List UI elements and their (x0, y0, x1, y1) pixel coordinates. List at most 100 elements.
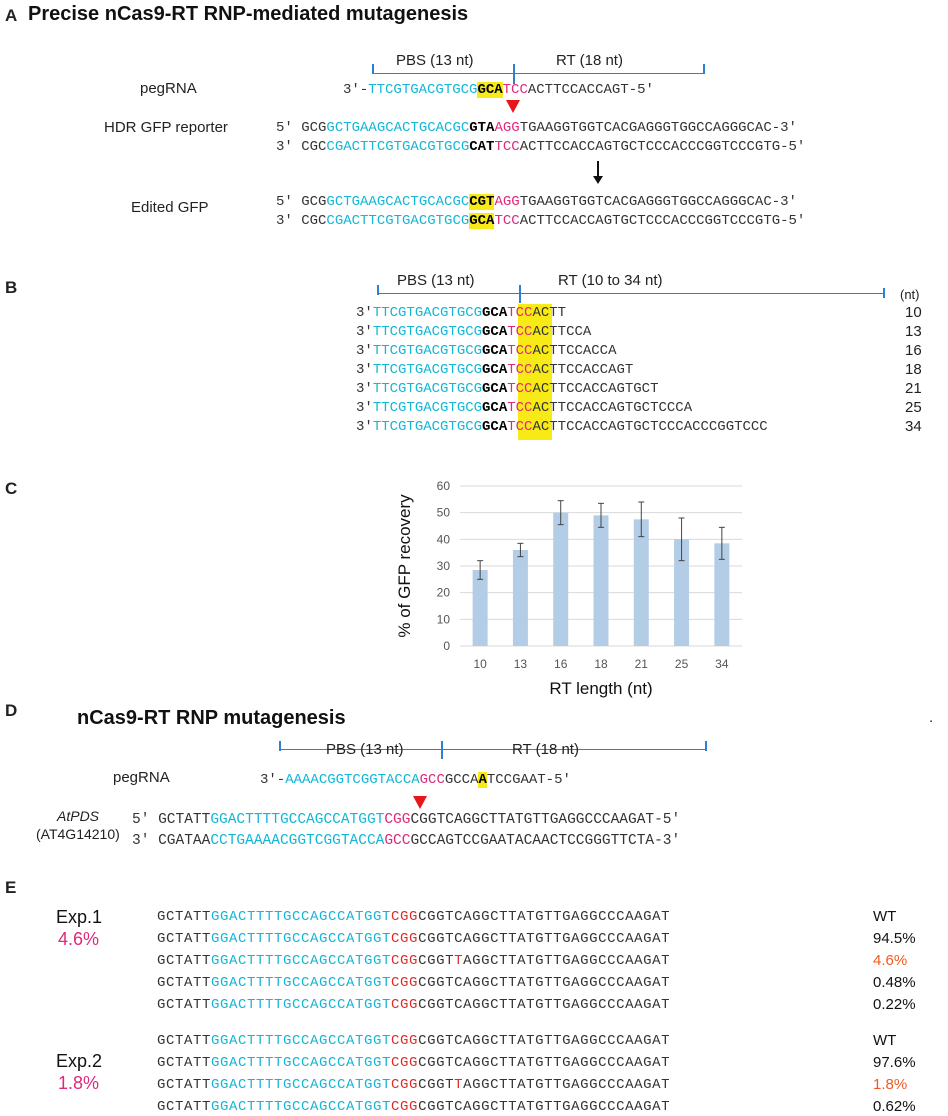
seq-segment: AGGCTTATGTTGAGGCCCAAGAT (463, 1099, 671, 1115)
panel-e-read-row: GCTATTGGACTTTTGCCAGCCATGGTCGGCGGTTAGGCTT… (157, 953, 670, 970)
y-tick-label: 30 (437, 559, 451, 573)
seq-segment: CGGT (418, 1033, 455, 1049)
seq-segment: C (454, 975, 464, 991)
x-tick-label: 10 (473, 657, 487, 671)
seq-segment: AGGCTTATGTTGAGGCCCAAGAT (463, 997, 671, 1013)
seq-pbs: TTCGTGACGTGCG (372, 343, 483, 359)
seq-pam: CGG (391, 1055, 419, 1071)
seq-pbs: TTCGTGACGTGCG (372, 400, 483, 416)
x-tick-label: 21 (635, 657, 649, 671)
panel-e-read-frequency: 1.8% (873, 1076, 908, 1093)
panel-d-letter: D (5, 701, 18, 720)
panel-d-gene-id: (AT4G14210) (36, 826, 120, 842)
panel-b-bracket (378, 293, 884, 294)
panel-e-read-frequency: 94.5% (873, 930, 916, 947)
seq-pam: TCC (507, 381, 533, 397)
seq-segment: GCTATT (157, 1077, 212, 1093)
panel-a-bracket (373, 73, 704, 74)
seq-pbs: AAAACGGTCGGTACCA (285, 772, 420, 788)
panel-b-pegrna-row: 3′TTCGTGACGTGCGGCATCCACTTCCACCAGTGCTCCCA… (356, 419, 768, 436)
panel-a-pegrna-label: pegRNA (140, 80, 197, 97)
seq-segment: C (454, 997, 464, 1013)
panel-a-hdr-top-seq: 5′ GCGGCTGAAGCACTGCACGCGTAAGGTGAAGGTGGTC… (276, 120, 797, 137)
seq-cyan: GGACTTTTGCCAGCCATGGT (211, 1077, 392, 1093)
seq-pam: CGG (391, 909, 419, 925)
panel-a-rt-label: RT (18 nt) (556, 52, 623, 69)
seq-highlight: CGT (469, 194, 495, 210)
x-tick-label: 18 (594, 657, 608, 671)
panel-b-pegrna-row: 3′TTCGTGACGTGCGGCATCCACTTCCACCA (356, 343, 616, 360)
seq-cyan: CGACTTCGTGACGTGCG (326, 213, 470, 229)
bar (633, 519, 649, 646)
seq-segment: 3′ (356, 400, 373, 416)
panel-e-read-row: GCTATTGGACTTTTGCCAGCCATGGTCGGCGGTCAGGCTT… (157, 909, 670, 926)
panel-b-rt-length: 16 (905, 342, 922, 359)
seq-cyan: CCTGAAAACGGTCGGTACCA (210, 833, 385, 849)
seq-segment: CGGT (418, 1055, 455, 1071)
seq-highlight: GCA (482, 362, 508, 378)
nick-site-marker (413, 796, 427, 809)
seq-highlight: GCA (482, 400, 508, 416)
seq-pam: TCC (507, 362, 533, 378)
exp2-edit-rate: 1.8% (58, 1073, 100, 1093)
seq-segment: TCCGAAT-5′ (486, 772, 571, 788)
seq-cyan: GGACTTTTGCCAGCCATGGT (211, 1055, 392, 1071)
seq-pam: CGG (384, 812, 411, 828)
seq-segment: AGGCTTATGTTGAGGCCCAAGAT (463, 931, 671, 947)
seq-cyan: GGACTTTTGCCAGCCATGGT (211, 909, 392, 925)
y-tick-label: 20 (437, 586, 451, 600)
seq-cyan: GGACTTTTGCCAGCCATGGT (211, 953, 392, 969)
bar (674, 539, 690, 646)
seq-segment: CGGT (418, 953, 455, 969)
seq-segment: C (454, 1055, 464, 1071)
seq-segment: CGGT (418, 1077, 455, 1093)
seq-highlight: GCA (469, 213, 495, 229)
seq-segment: ACTTCCA (532, 324, 592, 340)
seq-highlight: GCA (482, 419, 508, 435)
panel-a-hdr-bot-seq: 3′ CGCCGACTTCGTGACGTGCGCATTCCACTTCCACCAG… (276, 139, 805, 156)
panel-b-bracket-tick (883, 288, 885, 298)
seq-segment: GCTATT (157, 931, 212, 947)
panel-d-top-seq: 5′ GCTATTGGACTTTTGCCAGCCATGGTCGGCGGTCAGG… (132, 812, 680, 829)
panel-a-edited-top-seq: 5′ GCGGCTGAAGCACTGCACGCCGTAGGTGAAGGTGGTC… (276, 194, 797, 211)
seq-target-codon: CAT (469, 139, 495, 155)
seq-segment: AGGCTTATGTTGAGGCCCAAGAT (463, 1033, 671, 1049)
seq-segment: ACTTCCACCA (532, 343, 617, 359)
panel-d-rt-label: RT (18 nt) (512, 741, 579, 758)
seq-segment: TGAAGGTGGTCACGAGGGTGGCCAGGGCAC-3′ (519, 120, 797, 136)
seq-segment: GCTATT (157, 997, 212, 1013)
y-axis-title: % of GFP recovery (395, 494, 414, 638)
seq-segment: ACTTCCACCAGTGCTCCCACCCGGTCCC (532, 419, 768, 435)
y-tick-label: 40 (437, 532, 451, 546)
seq-pbs: TTCGTGACGTGCG (372, 419, 483, 435)
bar (512, 550, 528, 646)
panel-e-read-row: GCTATTGGACTTTTGCCAGCCATGGTCGGCGGTCAGGCTT… (157, 1099, 670, 1116)
seq-cyan: GGACTTTTGCCAGCCATGGT (211, 931, 392, 947)
panel-b-pegrna-row: 3′TTCGTGACGTGCGGCATCCACTT (356, 305, 566, 322)
seq-segment: AGGCTTATGTTGAGGCCCAAGAT (463, 909, 671, 925)
x-axis-title: RT length (nt) (549, 679, 652, 698)
seq-segment: GCTATT (157, 1055, 212, 1071)
seq-segment: AGGCTTATGTTGAGGCCCAAGAT (463, 1077, 671, 1093)
panel-a-title: Precise nCas9-RT RNP-mediated mutagenesi… (28, 3, 469, 25)
panel-b-unit-label: (nt) (900, 287, 920, 302)
seq-segment: 3′ (356, 324, 373, 340)
seq-segment: AGGCTTATGTTGAGGCCCAAGAT (463, 975, 671, 991)
seq-pbs: TTCGTGACGTGCG (372, 381, 483, 397)
seq-segment: ACTTCCACCAGTGCTCCCACCCGGTCCCGTG-5′ (519, 213, 806, 229)
panel-d-pbs-label: PBS (13 nt) (326, 741, 404, 758)
seq-cyan: GGACTTTTGCCAGCCATGGT (210, 812, 385, 828)
seq-pam: CGG (391, 1033, 419, 1049)
exp2-name: Exp.2 (56, 1051, 103, 1071)
seq-pam: AGG (494, 120, 520, 136)
seq-highlight: GCA (482, 381, 508, 397)
seq-segment: CGGT (418, 997, 455, 1013)
panel-d-bot-seq: 3′ CGATAACCTGAAAACGGTCGGTACCAGCCGCCAGTCC… (132, 833, 680, 850)
seq-pam: TCC (494, 213, 520, 229)
seq-cyan: GGACTTTTGCCAGCCATGGT (211, 1033, 392, 1049)
x-tick-label: 16 (554, 657, 568, 671)
seq-segment: GCCA (444, 772, 479, 788)
seq-pam: CGG (391, 975, 419, 991)
panel-b-bracket-tick (519, 285, 521, 303)
panel-a-letter: A (5, 6, 18, 25)
